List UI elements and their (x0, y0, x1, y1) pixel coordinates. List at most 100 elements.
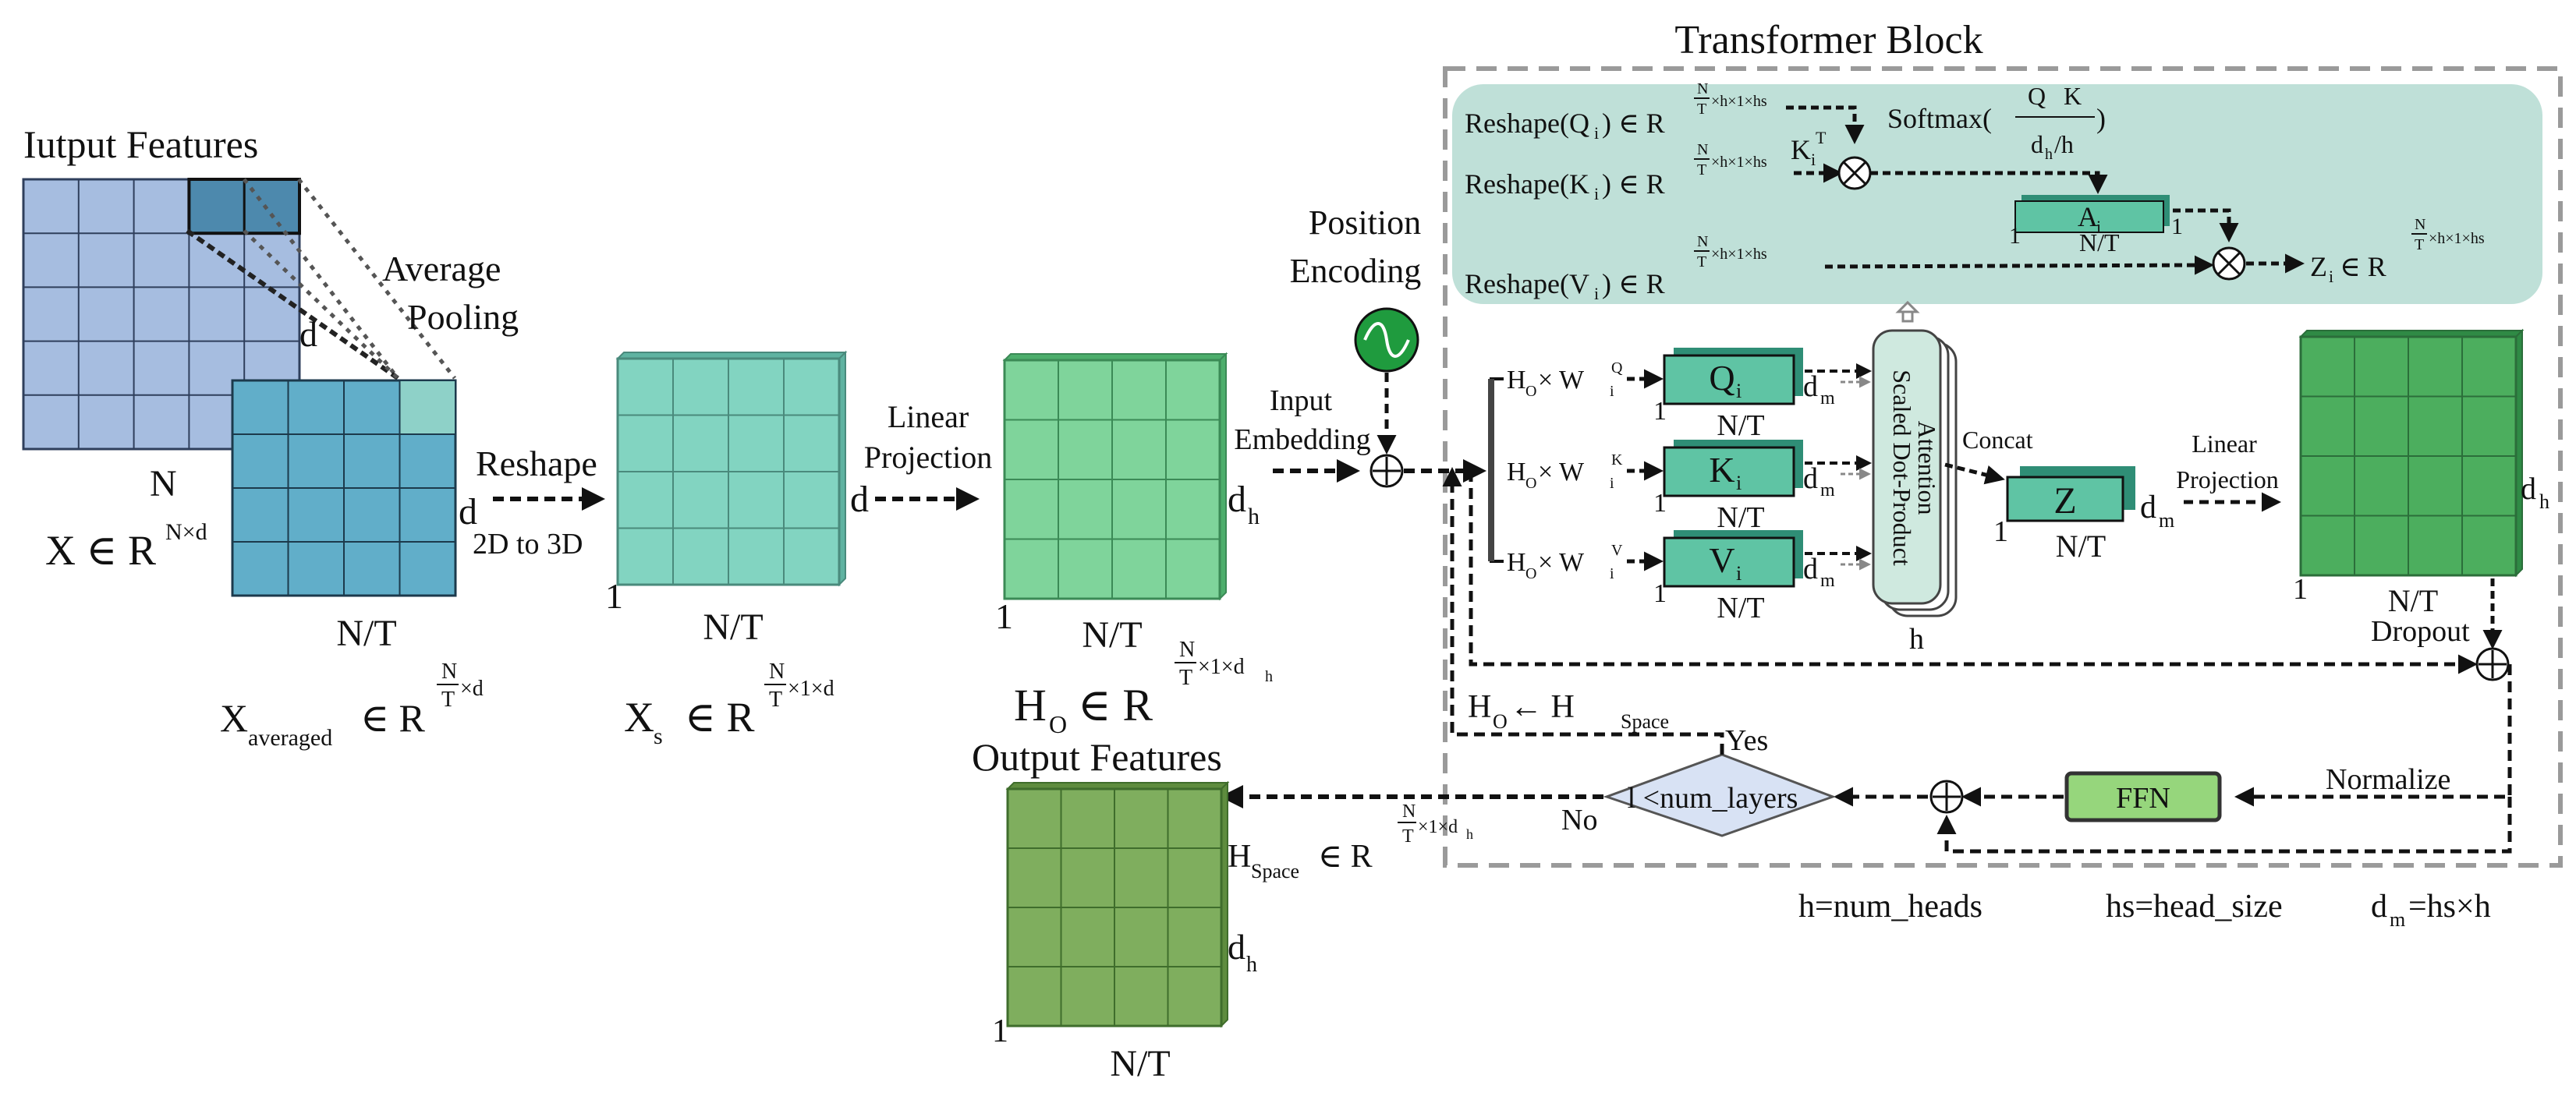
svg-text:∈ R: ∈ R (685, 694, 755, 741)
svg-text:A: A (2078, 201, 2098, 232)
averaged-formula: X averaged ∈ R N T ×d (220, 660, 484, 751)
svg-text:T: T (1697, 161, 1706, 179)
linproj1-line1: Linear (888, 399, 969, 434)
ho-one-label: 1 (995, 596, 1013, 636)
output-nt: N/T (1110, 1043, 1170, 1084)
head-one: 1 (1653, 397, 1667, 426)
head-box (1663, 536, 1795, 588)
loop-update-label: H O ← H Space (1468, 689, 1669, 733)
svg-text:i: i (2329, 267, 2333, 286)
svg-text:T: T (1697, 253, 1706, 271)
svg-text:N: N (769, 660, 785, 684)
svg-text:×h×1×hs: ×h×1×hs (2429, 230, 2485, 247)
svg-text:N: N (1697, 141, 1708, 158)
svg-text:K: K (1791, 134, 1811, 165)
input-embedding-line1: Input (1270, 384, 1333, 417)
z-label: Z (2053, 480, 2076, 522)
svg-text:T: T (1816, 128, 1827, 147)
head-weight-sup: V (1611, 542, 1623, 559)
output-grid (1005, 780, 1230, 1028)
svg-text:d: d (1228, 927, 1245, 967)
svg-text:/h: /h (2054, 130, 2074, 158)
head-weight-sup: Q (1611, 359, 1623, 377)
head-weight-mid: × W (1538, 458, 1585, 486)
svg-text:d: d (2521, 471, 2536, 506)
svg-text:h: h (1248, 504, 1260, 529)
output-features-title: Output Features (972, 735, 1222, 779)
z-one: 1 (1993, 515, 2008, 548)
z-output-expression: Z i ∈ R N T ×h×1×hs (2310, 216, 2485, 286)
svg-text:×1×d: ×1×d (1418, 817, 1458, 837)
svg-text:∈ R: ∈ R (1318, 839, 1373, 875)
svg-text:×h×1×hs: ×h×1×hs (1711, 246, 1767, 263)
svg-text:∈ R: ∈ R (360, 696, 426, 740)
linproj1-d: d (850, 479, 869, 520)
loop-no-label: No (1561, 804, 1597, 836)
svg-text:d: d (1228, 479, 1246, 520)
k-transpose: K i T (1791, 128, 1827, 169)
svg-text:T: T (1179, 666, 1192, 690)
svg-text:Reshape(K: Reshape(K (1465, 168, 1589, 200)
svg-text:1: 1 (2009, 223, 2021, 249)
input-x-formula: X ∈ R N×d (45, 519, 207, 574)
linproj1-line2: Projection (864, 440, 992, 475)
input-features-title: Iutput Features (23, 122, 258, 166)
head-one: 1 (1653, 579, 1667, 608)
svg-text:H: H (1468, 689, 1491, 725)
head-dm-sub: m (1820, 571, 1835, 591)
svg-text:N: N (1179, 638, 1195, 662)
svg-text:i: i (1594, 184, 1599, 203)
svg-text:N×d: N×d (165, 519, 207, 545)
head-dm: d (1803, 370, 1818, 403)
svg-text:averaged: averaged (248, 725, 332, 751)
head-box-label: Q (1709, 358, 1734, 398)
head-box (1663, 354, 1795, 405)
reshape-sub-label: 2D to 3D (473, 528, 583, 561)
transformer-out-grid (2298, 328, 2525, 578)
xs-one-label: 1 (605, 576, 623, 616)
svg-text:Reshape(Q: Reshape(Q (1465, 108, 1589, 139)
ho-nt-label: N/T (1082, 614, 1142, 656)
head-box-sub: i (1736, 472, 1742, 494)
linproj2-nt: N/T (2388, 583, 2438, 618)
svg-text:O: O (1493, 710, 1508, 733)
xs-nt-label: N/T (703, 607, 763, 648)
reshape-label: Reshape (476, 444, 597, 483)
linproj2-line1: Linear (2192, 430, 2257, 458)
svg-text:Z: Z (2310, 251, 2327, 282)
pooled-cell (399, 380, 456, 435)
head-weight-label: H (1507, 366, 1526, 394)
position-label-2: Encoding (1290, 252, 1422, 290)
head-dm: d (1803, 462, 1818, 495)
sdpa-h: h (1909, 623, 1924, 656)
svg-text:T: T (2415, 236, 2424, 253)
svg-text:T: T (441, 688, 455, 712)
output-dh: d h (1228, 927, 1257, 977)
head-dm-sub: m (1820, 480, 1835, 500)
layer-condition-diamond (1603, 753, 1837, 837)
svg-text:Q: Q (2028, 82, 2046, 110)
svg-text:T: T (1697, 101, 1706, 118)
qk-multiply-icon (1837, 156, 1872, 190)
head-dm: d (1803, 553, 1818, 585)
averaged-d-label: d (459, 491, 477, 532)
head-weight-w-sub: i (1610, 475, 1614, 492)
concat-label: Concat (1962, 426, 2033, 454)
svg-text:): ) (2096, 103, 2106, 134)
svg-text:i: i (2096, 217, 2101, 236)
softmax-expression: Softmax( Q K d h /h ) (1887, 82, 2106, 163)
position-label-1: Position (1309, 203, 1421, 242)
head-box-sub: i (1736, 562, 1742, 585)
head-box-label: V (1709, 540, 1734, 580)
svg-text:=hs×h: =hs×h (2408, 889, 2491, 925)
z-dm: d m (2140, 490, 2174, 532)
embedding-add-icon (1369, 454, 1404, 488)
svg-text:) ∈ R: ) ∈ R (1602, 108, 1665, 139)
input-d-label: d (299, 314, 317, 354)
legend-head-size: hs=head_size (2106, 889, 2283, 925)
xs-formula: X s ∈ R N T ×1×d (624, 660, 834, 749)
svg-text:X ∈ R: X ∈ R (45, 527, 156, 574)
ho-dh-label: d h (1228, 479, 1260, 529)
head-nt: N/T (1717, 501, 1764, 534)
